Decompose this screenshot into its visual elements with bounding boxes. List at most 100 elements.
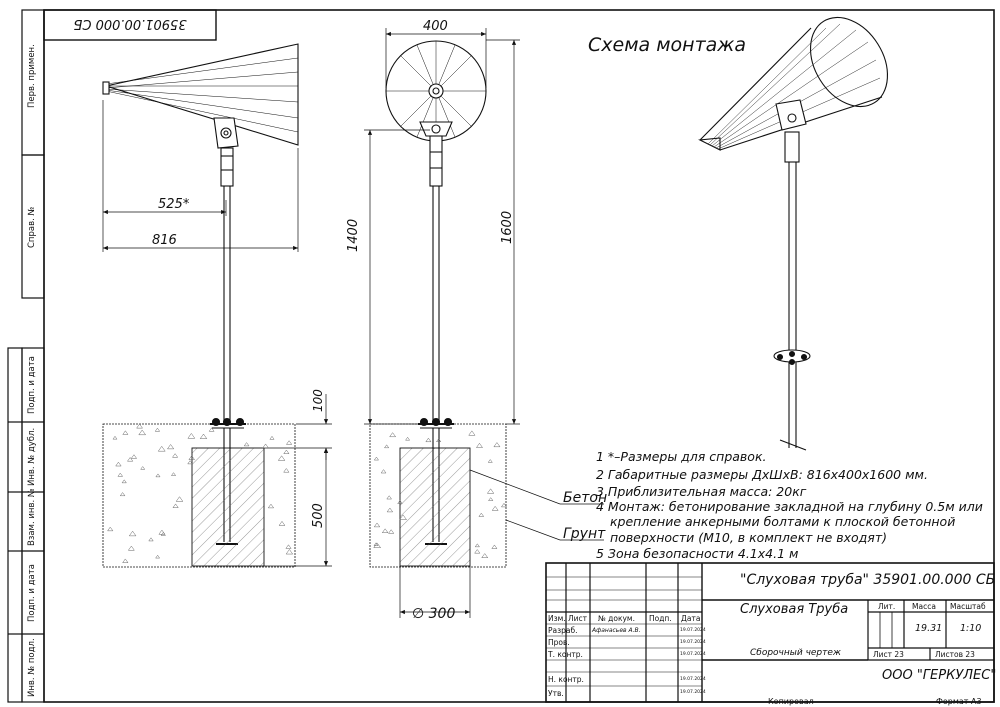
concrete-speckle — [283, 449, 290, 454]
concrete-speckle — [122, 430, 129, 435]
concrete-speckle — [285, 549, 294, 555]
concrete-speckle — [373, 542, 382, 548]
tb-lit-header: Лит. — [878, 602, 896, 611]
concrete-speckle — [112, 435, 118, 440]
concrete-speckle — [160, 531, 166, 536]
concrete-speckle — [126, 457, 134, 462]
concrete-speckle — [243, 442, 250, 447]
concrete-speckle — [381, 528, 389, 534]
concrete-speckle — [262, 443, 269, 449]
concrete-speckle — [425, 437, 432, 443]
tb-mass: 19.31 — [915, 623, 943, 634]
note-4-cont-1: крепление анкерными болтами к плоской бе… — [610, 514, 956, 529]
tb-razrab-name: Афанасьев А.В. — [592, 627, 641, 634]
concrete-speckle — [117, 472, 124, 477]
concrete-speckle — [488, 497, 494, 501]
ground-block-left — [102, 423, 296, 568]
concrete-speckle — [166, 444, 175, 450]
note-3: 3 Приблизительная масса: 20кг — [596, 484, 807, 499]
concrete-speckle — [188, 455, 196, 460]
concrete-speckle — [380, 469, 387, 474]
sidebar-frame — [7, 9, 45, 703]
concrete-speckle — [208, 427, 215, 432]
concrete-speckle — [399, 514, 407, 520]
concrete-speckle — [175, 496, 184, 502]
note-4: 4 Монтаж: бетонирование закладной на глу… — [596, 499, 983, 514]
concrete-speckle — [107, 526, 114, 532]
tb-doc-type: Сборочный чертеж — [750, 648, 842, 658]
concrete-speckle — [493, 442, 501, 448]
title-block-grid — [545, 562, 995, 703]
tb-row-razrab: Разраб. — [548, 626, 578, 635]
concrete-speckle — [481, 553, 489, 558]
concrete-speckle — [157, 445, 166, 452]
concrete-speckle — [278, 520, 286, 526]
concrete-speckle — [475, 442, 484, 448]
tb-col-list: Лист — [568, 614, 588, 623]
concrete-speckle — [127, 545, 135, 551]
concrete-speckle — [187, 432, 196, 439]
drawing-frame — [43, 9, 995, 703]
concrete-speckle — [187, 460, 193, 465]
sidebar-sprav-no: Справ. № — [27, 206, 37, 248]
tb-sheets: Листов 23 — [935, 650, 975, 659]
concrete-speckle — [373, 522, 381, 528]
tb-mass-header: Масса — [912, 602, 936, 611]
concrete-speckle — [500, 502, 507, 508]
note-4-cont-2: поверхности (М10, в комплект не входят) — [610, 530, 887, 545]
tb-date-2: 19.07.2024 — [680, 640, 706, 645]
tb-scale-header: Масштаб — [950, 602, 986, 611]
dim-400: 400 — [423, 19, 448, 34]
concrete-fill-left — [191, 447, 265, 567]
side-view-dims — [102, 100, 332, 567]
tb-col-podp: Подп. — [649, 614, 672, 623]
tb-sheet: Лист 23 — [873, 650, 904, 659]
concrete-speckle — [373, 542, 379, 546]
sidebar-vzam-inv: Взам. инв. № — [27, 488, 37, 546]
label-grunt: Грунт — [563, 526, 606, 542]
concrete-speckle — [436, 438, 442, 442]
concrete-speckle — [387, 529, 395, 534]
concrete-speckle — [199, 433, 208, 439]
note-1: 1 *–Размеры для справок. — [596, 449, 767, 464]
tb-date-5: 19.07.2024 — [680, 690, 706, 695]
concrete-speckle — [122, 558, 129, 563]
concrete-speckle — [397, 500, 403, 504]
concrete-speckle — [383, 444, 390, 449]
dim-100: 100 — [311, 389, 325, 412]
concrete-speckle — [468, 430, 476, 436]
dim-1400: 1400 — [346, 218, 361, 252]
concrete-speckle — [155, 554, 161, 559]
concrete-speckle — [478, 512, 485, 517]
sidebar-perv-primen: Перв. примен. — [27, 44, 37, 108]
concrete-speckle — [136, 423, 143, 429]
tb-product-name: Слуховая Труба — [740, 602, 849, 617]
dim-525: 525* — [158, 197, 190, 212]
tb-date-4: 19.07.2024 — [680, 677, 706, 682]
note-2: 2 Габаритные размеры ДхШхВ: 816х400х1600… — [596, 467, 928, 482]
dim-300: ∅ 300 — [412, 606, 456, 622]
tb-scale: 1:10 — [960, 623, 982, 634]
tb-col-dokum: № докум. — [598, 614, 635, 623]
concrete-speckle — [130, 454, 138, 459]
footer-copied: Копировал — [768, 697, 814, 706]
dim-816: 816 — [152, 233, 177, 248]
tb-row-tkontr: Т. контр. — [548, 650, 583, 659]
schema-title: Схема монтажа — [588, 34, 747, 56]
concrete-speckle — [115, 461, 122, 467]
concrete-fill-mid — [399, 447, 471, 567]
tb-row-prov: Пров. — [548, 638, 570, 647]
concrete-speckle — [128, 530, 137, 537]
concrete-speckle — [155, 473, 161, 478]
concrete-speckle — [172, 503, 179, 508]
concrete-speckle — [277, 455, 286, 461]
concrete-speckle — [138, 429, 147, 436]
concrete-speckle — [154, 427, 161, 432]
note-5: 5 Зона безопасности 4.1х4.1 м — [596, 546, 799, 561]
tb-col-izm: Изм. — [548, 614, 566, 623]
concrete-speckle — [269, 435, 275, 440]
concrete-speckle — [386, 507, 394, 513]
concrete-speckle — [386, 495, 393, 500]
concrete-speckle — [373, 456, 380, 461]
